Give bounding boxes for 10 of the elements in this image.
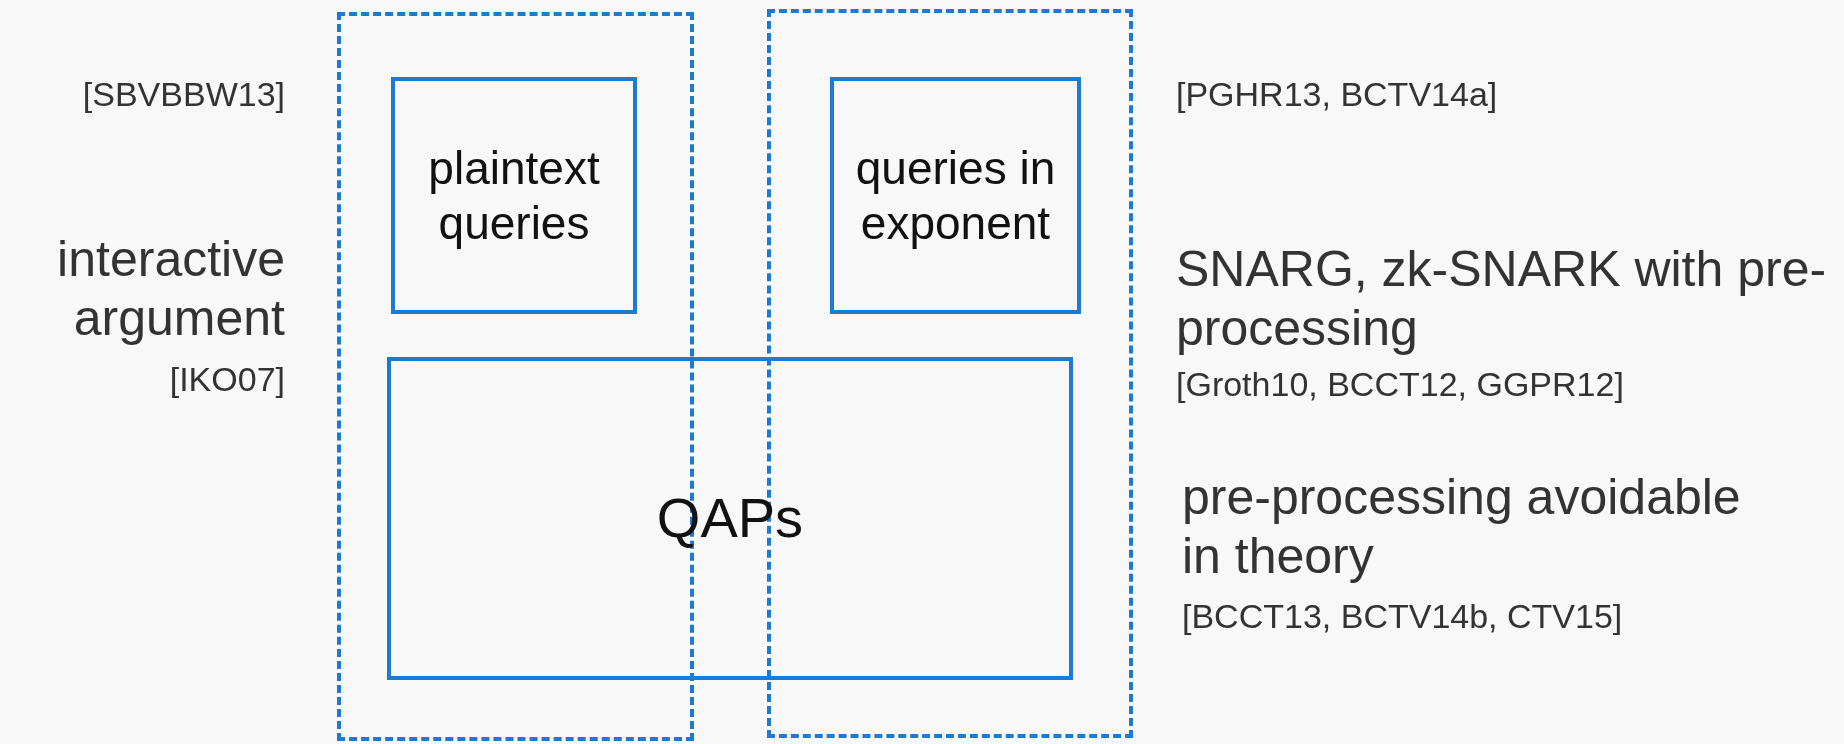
citation-text: [PGHR13, BCTV14a] — [1176, 75, 1499, 114]
plaintext-queries-box: plaintext queries — [391, 77, 637, 314]
citation-text: [BCCT13, BCTV14b, CTV15] — [1182, 597, 1624, 636]
citation-text: [Groth10, BCCT12, GGPR12] — [1176, 365, 1625, 404]
interactive-argument-text: interactive argument — [56, 230, 285, 348]
citation-text: [IKO07] — [168, 360, 285, 399]
snarg-text: SNARG, zk-SNARK with pre-processing — [1176, 240, 1828, 358]
queries-box: queries in exponent — [830, 77, 1081, 314]
citation-text: [SBVBBW13] — [81, 75, 285, 114]
pre-processing-text: pre-processing avoidable in theory — [1182, 468, 1742, 586]
